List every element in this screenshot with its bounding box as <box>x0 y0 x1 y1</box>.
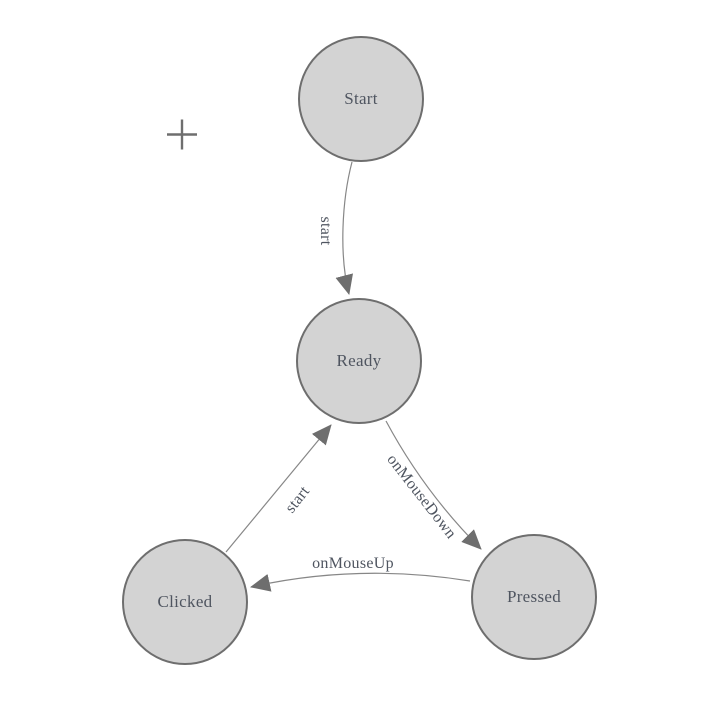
edge-label-start-to-ready[interactable]: start <box>317 216 334 246</box>
node-pressed[interactable]: Pressed <box>471 534 597 660</box>
edge-ready-to-pressed[interactable] <box>385 420 482 550</box>
edge-start-to-ready[interactable] <box>335 161 354 295</box>
node-start[interactable]: Start <box>298 36 424 162</box>
node-ready-label: Ready <box>336 351 382 370</box>
node-clicked-label: Clicked <box>157 592 213 611</box>
node-start-label: Start <box>344 89 378 108</box>
node-ready[interactable]: Ready <box>296 298 422 424</box>
edge-pressed-to-clicked[interactable] <box>250 572 471 592</box>
edge-clicked-to-ready[interactable] <box>225 424 332 553</box>
crosshair-plus-icon <box>167 119 197 150</box>
edge-label-pressed-to-clicked[interactable]: onMouseUp <box>312 555 394 572</box>
node-clicked[interactable]: Clicked <box>122 539 248 665</box>
node-pressed-label: Pressed <box>506 587 562 606</box>
